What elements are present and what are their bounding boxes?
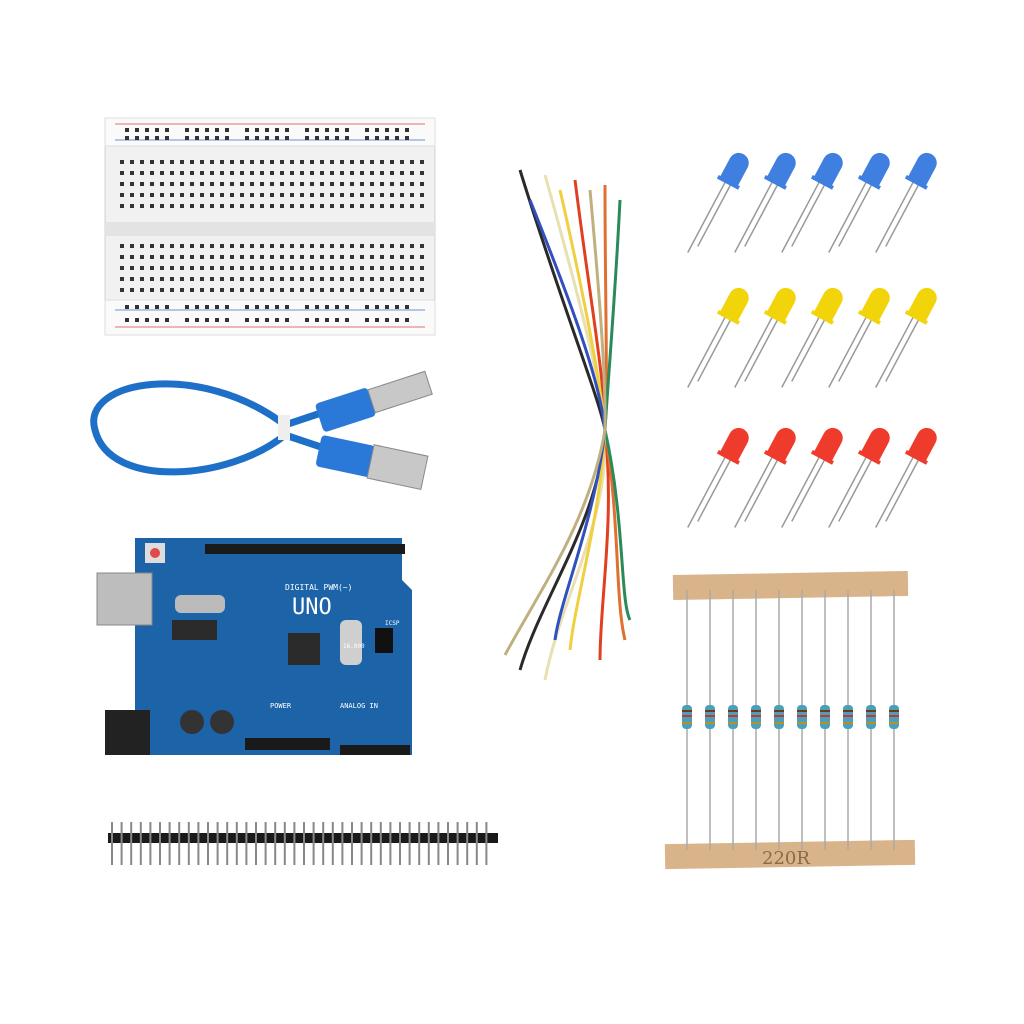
led [781, 287, 843, 388]
led [734, 427, 796, 528]
led [687, 427, 749, 528]
led [734, 287, 796, 388]
usb-cable [90, 370, 433, 491]
led [828, 152, 890, 253]
led [828, 287, 890, 388]
resistor-value-label: 220R [762, 848, 810, 869]
led [875, 427, 937, 528]
led [687, 287, 749, 388]
analog-in-label: ANALOG IN [340, 702, 378, 710]
breadboard [104, 117, 436, 336]
arduino-uno-board: UNO DIGITAL PWM(~) POWER ANALOG IN 16.00… [96, 538, 412, 755]
icsp-label: ICSP [385, 620, 400, 627]
led [781, 152, 843, 253]
led [781, 427, 843, 528]
pin-header-strip [108, 822, 498, 865]
led [828, 427, 890, 528]
led [875, 152, 937, 253]
power-label: POWER [270, 702, 292, 710]
led [687, 152, 749, 253]
digital-pins-label: DIGITAL PWM(~) [285, 583, 352, 592]
led [875, 287, 937, 388]
led [734, 152, 796, 253]
crystal-label: 16.000 [343, 643, 365, 650]
jumper-wires-bundle [503, 169, 632, 681]
board-model-label: UNO [292, 595, 332, 620]
led-rows [687, 152, 937, 528]
resistor-strip: 220R [664, 570, 916, 870]
